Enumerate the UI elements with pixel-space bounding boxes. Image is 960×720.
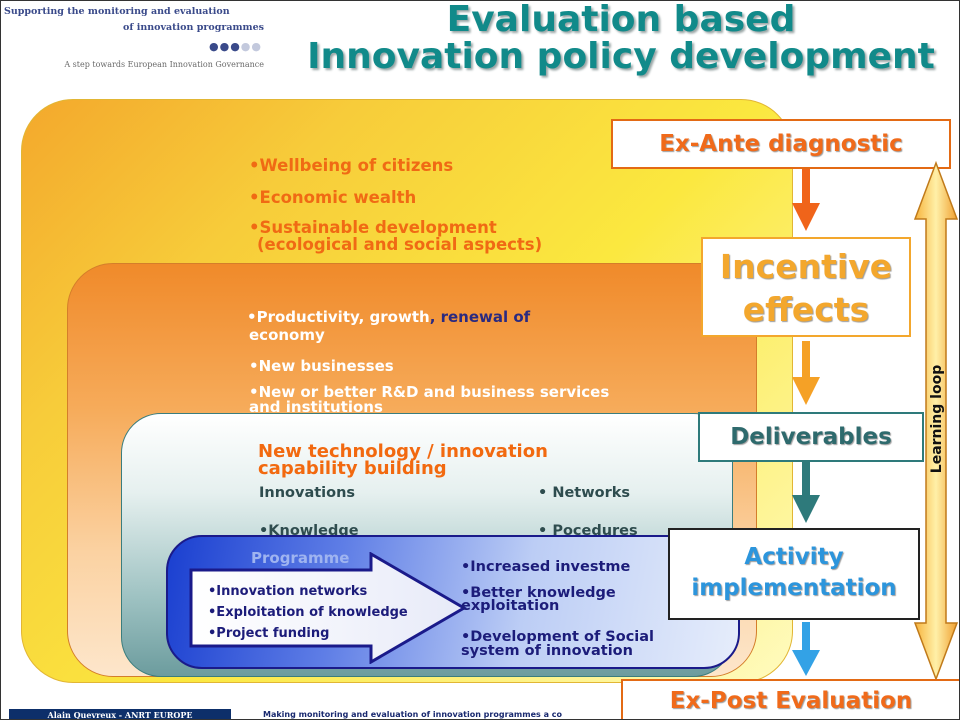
logo: Supporting the monitoring and evaluation…	[4, 4, 268, 84]
title-line-1: Evaluation based	[446, 0, 796, 40]
title-line-2: Innovation policy development	[307, 36, 935, 77]
capability-item-innovations: Innovations	[259, 485, 356, 501]
page-title: Evaluation based Innovation policy devel…	[281, 0, 959, 77]
second-item-1-cont: economy	[249, 326, 325, 344]
second-item-3: •New or better R&D and business services	[249, 383, 610, 401]
arrow-down-2-icon	[792, 341, 820, 405]
capability-item-networks: • Networks	[538, 485, 630, 501]
outer-item-3: •Sustainable development	[249, 218, 497, 237]
stage-activity-box: Activity implementation	[668, 528, 920, 620]
arrow-down-3-icon	[792, 461, 820, 523]
logo-line-2: of innovation programmes	[123, 22, 264, 33]
stage-deliverables-box: Deliverables	[698, 412, 924, 462]
stage-incentive-line-2: effects	[742, 290, 870, 329]
learning-loop-label: Learning loop	[929, 364, 945, 474]
result-knowledge: •Better knowledge	[461, 585, 616, 601]
arrow-down-4-icon	[792, 622, 820, 676]
stage-expost-box: Ex-Post Evaluation	[621, 679, 959, 719]
capability-heading-1: New technology / innovation	[258, 441, 548, 462]
capability-heading-2: capability building	[258, 458, 447, 479]
stage-incentive-box: Incentive effects	[701, 237, 911, 337]
stage-activity-line-1: Activity	[744, 544, 844, 570]
footer-author: Alain Quevreux - ANRT EUROPE	[9, 709, 231, 719]
result-social-cont: system of innovation	[461, 643, 633, 659]
arrow-down-1-icon	[792, 167, 820, 231]
footer-caption: Making monitoring and evaluation of inno…	[263, 710, 562, 719]
logo-dots-icon: ●●●●●	[209, 40, 262, 53]
result-knowledge-cont: exploitation	[461, 598, 560, 614]
arrow-items: •Innovation networks •Exploitation of kn…	[208, 581, 408, 644]
outer-item-1: •Wellbeing of citizens	[249, 156, 454, 175]
stage-exante-box: Ex-Ante diagnostic	[611, 119, 951, 169]
second-item-3-cont: and institutions	[249, 398, 383, 416]
logo-line-3: A step towards European Innovation Gover…	[64, 60, 264, 69]
result-investment: •Increased investme	[461, 559, 631, 575]
programme-label: Programme	[251, 549, 350, 567]
second-item-2: •New businesses	[249, 357, 394, 375]
programme-arrow-icon	[189, 552, 467, 664]
arrow-item-funding: •Project funding	[208, 626, 330, 641]
result-social: •Development of Social	[461, 629, 655, 645]
stage-activity-line-2: implementation	[691, 575, 897, 601]
second-item-1: •Productivity, growth, renewal of	[247, 310, 530, 325]
arrow-item-exploitation: •Exploitation of knowledge	[208, 605, 408, 620]
stage-incentive-line-1: Incentive	[719, 247, 893, 286]
outer-item-3-cont: (ecological and social aspects)	[257, 235, 543, 254]
outer-item-2: •Economic wealth	[249, 188, 417, 207]
arrow-item-networks: •Innovation networks	[208, 584, 368, 599]
second-item-1-main: •Productivity, growth	[247, 308, 430, 326]
second-item-1-accent: , renewal of	[429, 308, 531, 326]
logo-line-1: Supporting the monitoring and evaluation	[4, 6, 230, 17]
